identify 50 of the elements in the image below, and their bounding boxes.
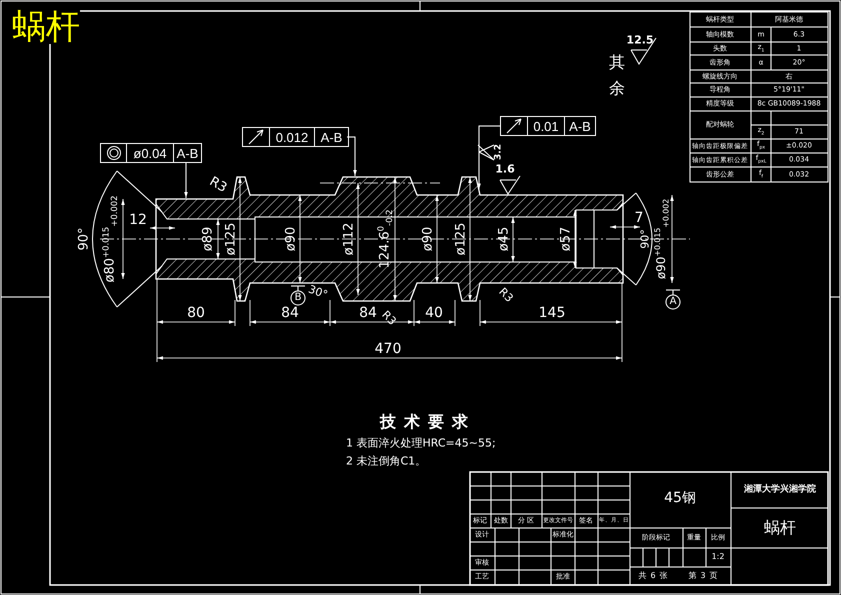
roughness-value: 3.2 <box>494 144 504 160</box>
feature-control-frame <box>500 116 596 136</box>
dimension-text: ø90 <box>284 226 298 252</box>
dimension-text: 470 <box>374 342 402 356</box>
dimension-text: ø90 <box>422 226 434 252</box>
dimension-text: ø89 <box>202 226 214 252</box>
dimension-text: 30° <box>306 284 330 300</box>
dimension-text: 90° <box>640 229 650 249</box>
heading: 技术要求 <box>380 414 476 430</box>
dimension-text: 80 <box>187 306 205 320</box>
dimension-text: ø125 <box>454 222 468 256</box>
leader-line <box>346 136 357 176</box>
drawing-title: 蜗杆 <box>12 10 80 44</box>
datum-letter: B <box>294 293 302 303</box>
datum-reference: A-B <box>314 128 348 146</box>
requirement-text: 1 表面淬火处理HRC=45~55; <box>346 438 496 448</box>
dimension-text: 84 <box>359 306 377 320</box>
dimension-text: R3 <box>207 175 229 195</box>
datum-letter: A <box>670 297 676 307</box>
dimension-text: ø45 <box>498 226 510 252</box>
title-block-text: 1:2 <box>712 553 724 561</box>
dimension-text: ø112 <box>342 222 356 256</box>
title-block-text: 45钢 <box>664 491 696 505</box>
tolerance-value: ø0.04 <box>126 144 173 162</box>
feature-control-frame <box>242 127 349 147</box>
dimension-text: 7 <box>634 211 644 225</box>
title-block-text: 湘潭大学兴湘学院 <box>744 486 816 494</box>
dimension-text: 12 <box>129 213 147 227</box>
dimension-text: R3 <box>496 286 516 304</box>
requirement-text: 2 未注倒角C1。 <box>346 456 426 466</box>
feature-control-frame <box>100 143 202 163</box>
roughness-value: 12.5 <box>626 34 654 46</box>
dimension-text: ø125 <box>224 222 238 256</box>
title-block-text: 第3页 <box>688 572 722 580</box>
title-block-text: 蜗杆 <box>764 520 796 536</box>
dimension-text: 84 <box>281 306 299 320</box>
dimension-text: 40 <box>425 306 443 320</box>
dimension-text: R3 <box>380 308 398 328</box>
tolerance-value: 0.01 <box>527 117 564 135</box>
dimension-text: ø57 <box>560 226 572 252</box>
note-text: 其余 <box>609 51 625 99</box>
roughness-value: 1.6 <box>495 164 515 174</box>
tolerance-value: 0.012 <box>269 128 314 146</box>
title-block-text: 共6张 <box>638 572 672 580</box>
leader-line <box>184 162 188 198</box>
datum-reference: A-B <box>173 144 201 162</box>
dimension-text: 90° <box>78 227 90 251</box>
leader-line <box>477 126 500 190</box>
dimension-text: 145 <box>538 306 566 320</box>
datum-reference: A-B <box>564 117 595 135</box>
